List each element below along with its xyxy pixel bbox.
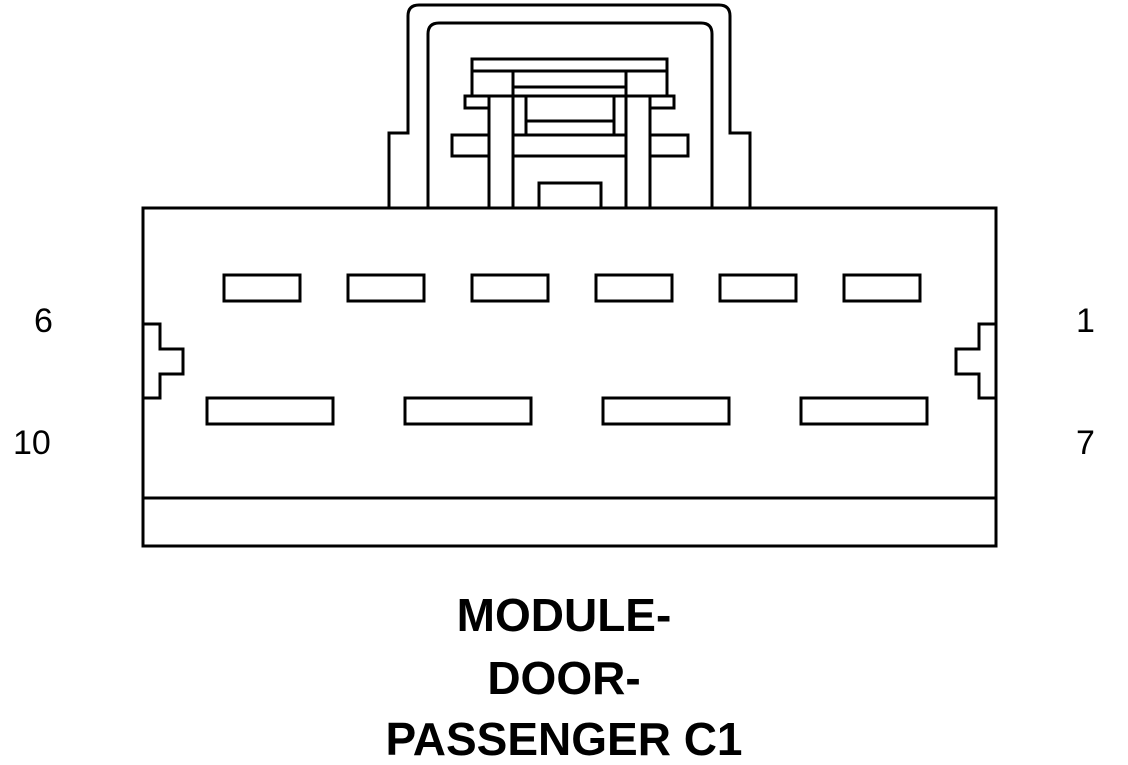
connector-title-line-1: MODULE- xyxy=(456,589,672,641)
latch-post-left xyxy=(487,71,515,208)
pin-cavity-8 xyxy=(601,396,731,426)
pin-label-10: 10 xyxy=(13,424,51,462)
pin-cavity-2 xyxy=(718,273,798,303)
connector-body xyxy=(141,206,998,548)
pin-cavity-9 xyxy=(403,396,533,426)
right-key xyxy=(954,322,996,400)
pin-cavity-3 xyxy=(594,273,674,303)
pin-label-7: 7 xyxy=(1076,424,1095,462)
latch-outer-loop xyxy=(387,3,752,208)
latch-side-bar-right xyxy=(648,133,690,158)
left-key xyxy=(143,322,185,400)
latch-tab-right xyxy=(648,94,676,110)
latch-inner-loop xyxy=(426,21,714,208)
latch-top-bar xyxy=(470,57,669,98)
connector-title-line-2: DOOR- xyxy=(487,652,641,704)
pin-cavity-10 xyxy=(205,396,335,426)
pin-label-1: 1 xyxy=(1076,302,1095,340)
pin-cavity-1 xyxy=(842,273,922,303)
connector-title-line-3: PASSENGER C1 xyxy=(385,713,743,765)
pin-cavity-4 xyxy=(470,273,550,303)
latch-side-bar-left xyxy=(450,133,491,158)
pin-label-6: 6 xyxy=(34,302,53,340)
pin-cavity-5 xyxy=(346,273,426,303)
latch-post-right xyxy=(624,71,652,208)
latch-tab-left xyxy=(463,94,491,110)
pin-cavity-6 xyxy=(222,273,302,303)
pin-cavity-7 xyxy=(799,396,929,426)
latch-bottom-box xyxy=(537,181,603,208)
